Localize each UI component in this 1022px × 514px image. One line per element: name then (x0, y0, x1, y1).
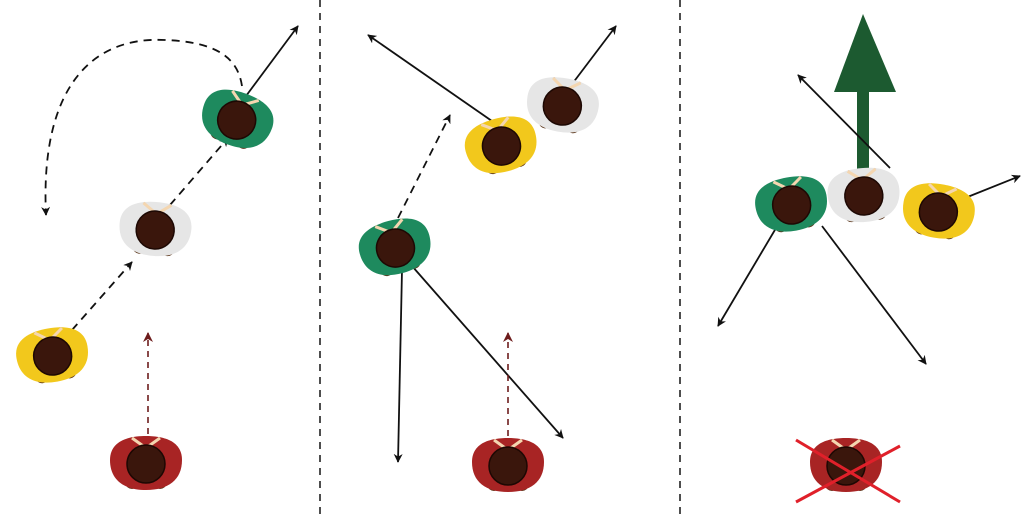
green-heading-down-arrow (393, 269, 403, 463)
leader-heading-arrow (245, 25, 299, 97)
arrow-down-right (821, 225, 927, 365)
person-white (824, 163, 904, 227)
dashed-loop-arc (41, 38, 243, 216)
panel-3 (717, 14, 1021, 504)
person-yellow (10, 320, 95, 390)
arrow-down-left (717, 217, 783, 327)
person-green (749, 169, 834, 239)
cross-out-mark (795, 438, 901, 504)
dashed-path-white-to-green (169, 137, 229, 206)
arrow-right (964, 174, 1021, 199)
person-green-leader (192, 79, 282, 159)
person-yellow (457, 108, 545, 182)
arrow-up-left (797, 74, 891, 169)
yellow-heading-arrow (367, 34, 503, 129)
panel-2 (351, 25, 617, 494)
person-yellow (896, 176, 981, 246)
person-red-observer (470, 436, 546, 494)
person-red-observer (108, 434, 184, 492)
person-green (351, 210, 439, 284)
person-white (520, 70, 605, 140)
person-white (115, 197, 195, 261)
big-group-heading-arrow (834, 14, 896, 186)
green-heading-down-right-arrow (411, 265, 564, 439)
dashed-path-yellow-to-white (71, 261, 133, 331)
dashed-path-green-to-yellow (397, 114, 451, 219)
panel-1 (10, 25, 299, 492)
